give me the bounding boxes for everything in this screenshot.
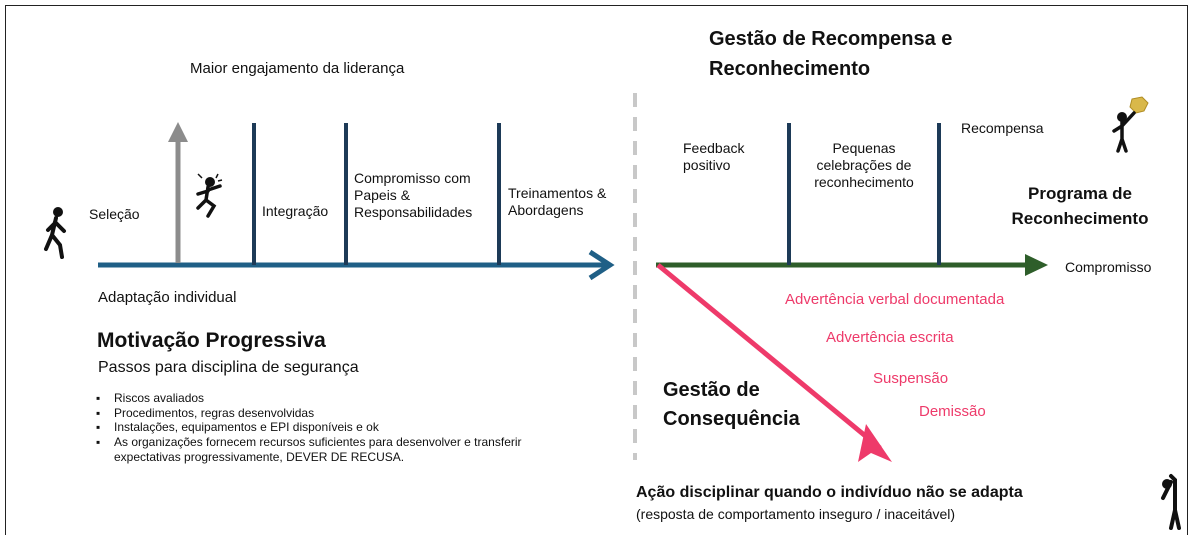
step-feedback: Feedback positivo xyxy=(683,140,745,173)
consequence-arrowhead xyxy=(858,424,892,462)
commitment-label: Compromisso xyxy=(1065,259,1152,275)
leadership-arrowhead xyxy=(168,122,188,142)
motivation-title: Motivação Progressiva xyxy=(97,329,326,352)
step-selecao: Seleção xyxy=(89,206,140,222)
falling-person-icon xyxy=(196,173,223,218)
bullet-item: As organizações fornecem recursos sufici… xyxy=(92,435,522,464)
consequence-step-demissao: Demissão xyxy=(919,403,986,420)
step-integracao: Integração xyxy=(262,203,329,219)
trophy-person-icon xyxy=(1112,96,1149,153)
step-treinamentos: Treinamentos & Abordagens xyxy=(508,185,607,218)
bullet-item: Procedimentos, regras desenvolvidas xyxy=(92,406,522,421)
disciplinary-subtitle: (resposta de comportamento inseguro / in… xyxy=(636,506,956,522)
leadership-caption: Maior engajamento da liderança xyxy=(190,60,405,77)
program-title: Programa de Reconhecimento xyxy=(1011,184,1149,228)
disciplinary-title: Ação disciplinar quando o indivíduo não … xyxy=(636,484,1023,501)
bullet-item: Riscos avaliados xyxy=(92,391,522,406)
commitment-axis-arrowhead xyxy=(1025,254,1048,276)
step-compromisso: Compromisso com Papeis & Responsabilidad… xyxy=(354,170,473,220)
dejected-person-icon xyxy=(1161,474,1181,530)
consequence-step-escrita: Advertência escrita xyxy=(826,329,954,346)
consequence-title: Gestão de Consequência xyxy=(663,379,800,430)
step-pequenas: Pequenas celebrações de reconhecimento xyxy=(814,140,914,190)
bullet-item: Instalações, equipamentos e EPI disponív… xyxy=(92,420,522,435)
consequence-step-suspensao: Suspensão xyxy=(873,370,949,387)
bullet-list: Riscos avaliados Procedimentos, regras d… xyxy=(92,391,522,464)
consequence-step-verbal: Advertência verbal documentada xyxy=(785,291,1005,308)
step-recompensa: Recompensa xyxy=(961,120,1044,136)
adaptation-label: Adaptação individual xyxy=(98,289,237,306)
consequence-arrow xyxy=(656,263,882,450)
motivation-subtitle: Passos para disciplina de segurança xyxy=(98,359,359,376)
diagram-frame xyxy=(5,5,1188,535)
adaptation-axis-arrowhead xyxy=(588,249,615,281)
walking-person-icon xyxy=(44,207,66,259)
reward-title: Gestão de Recompensa e Reconhecimento xyxy=(709,28,953,80)
